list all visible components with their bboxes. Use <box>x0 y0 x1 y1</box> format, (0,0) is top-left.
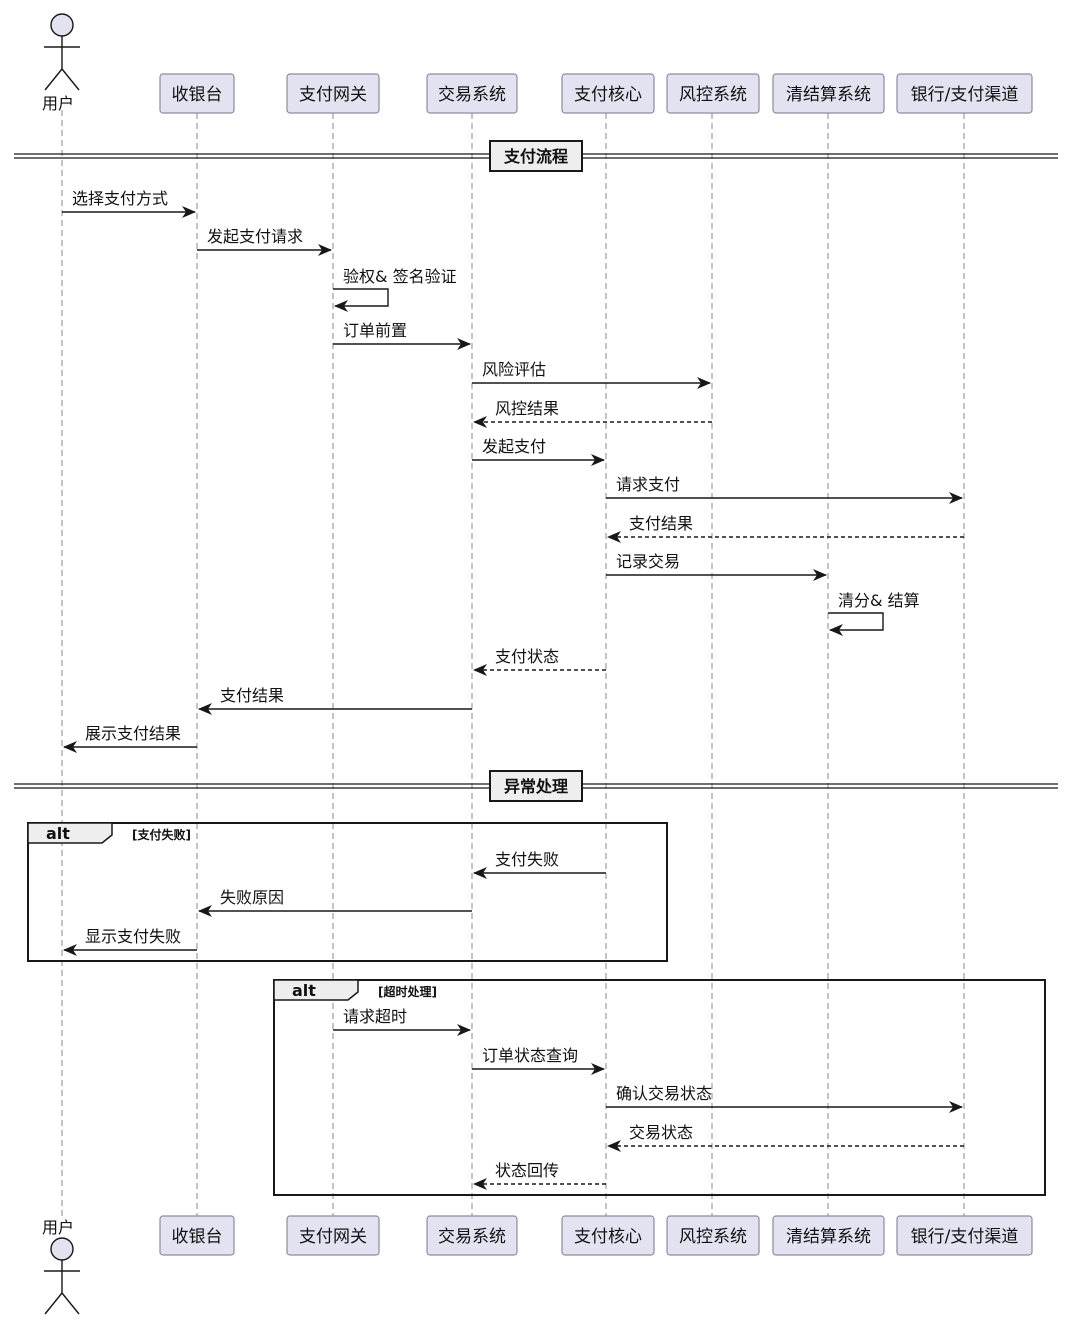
message-label-2: 发起支付请求 <box>207 227 303 246</box>
message-label-8: 请求支付 <box>616 475 680 494</box>
participant-label-trade-top: 交易系统 <box>438 85 506 105</box>
message-label-14: 展示支付结果 <box>85 724 181 743</box>
participant-settle-top: 清结算系统 <box>772 73 885 114</box>
participant-settle-bottom: 清结算系统 <box>772 1215 885 1256</box>
message-label-21: 交易状态 <box>629 1123 693 1142</box>
participant-label-trade-bottom: 交易系统 <box>438 1227 506 1247</box>
message-21: 交易状态 <box>607 1123 964 1152</box>
message-19: 订单状态查询 <box>472 1046 605 1075</box>
message-label-5: 风险评估 <box>482 360 546 379</box>
message-label-15: 支付失败 <box>495 850 559 869</box>
message-label-19: 订单状态查询 <box>482 1046 578 1065</box>
participant-cashier-bottom: 收银台 <box>159 1215 235 1256</box>
participant-label-core-top: 支付核心 <box>574 85 642 105</box>
actor-user-top <box>44 13 80 91</box>
message-1: 选择支付方式 <box>62 189 196 218</box>
message-label-12: 支付状态 <box>495 647 559 666</box>
fragment-guard-1: [支付失败] <box>132 827 191 842</box>
participant-cashier-top: 收银台 <box>159 73 235 114</box>
message-17: 显示支付失败 <box>63 927 197 956</box>
message-18: 请求超时 <box>333 1007 471 1036</box>
message-label-6: 风控结果 <box>495 399 559 418</box>
participant-bank-top: 银行/支付渠道 <box>896 73 1033 114</box>
participant-core-bottom: 支付核心 <box>561 1215 655 1256</box>
message-label-10: 记录交易 <box>616 552 680 571</box>
message-22: 状态回传 <box>473 1161 606 1190</box>
message-5: 风险评估 <box>472 360 711 389</box>
participant-risk-top: 风控系统 <box>666 73 760 114</box>
participant-label-settle-top: 清结算系统 <box>786 85 871 105</box>
participant-label-gateway-bottom: 支付网关 <box>299 1227 367 1247</box>
participant-label-core-bottom: 支付核心 <box>574 1227 642 1247</box>
message-11: 清分& 结算 <box>828 591 920 636</box>
alt-fragment-1: alt [支付失败] <box>27 822 668 962</box>
message-16: 失败原因 <box>198 888 472 917</box>
participant-label-cashier-top: 收银台 <box>172 85 223 105</box>
message-20: 确认交易状态 <box>606 1084 963 1113</box>
alt-fragment-2: alt [超时处理] <box>273 979 1046 1196</box>
participant-trade-bottom: 交易系统 <box>426 1215 518 1256</box>
message-label-7: 发起支付 <box>482 437 546 456</box>
message-4: 订单前置 <box>333 321 471 350</box>
message-label-18: 请求超时 <box>343 1007 407 1026</box>
message-10: 记录交易 <box>606 552 827 581</box>
message-label-3: 验权& 签名验证 <box>343 267 457 286</box>
message-14: 展示支付结果 <box>63 724 197 753</box>
fragment-operator-1: alt <box>46 824 70 843</box>
participant-gateway-bottom: 支付网关 <box>286 1215 380 1256</box>
message-15: 支付失败 <box>473 850 606 879</box>
message-label-22: 状态回传 <box>495 1161 559 1180</box>
fragment-operator-2: alt <box>292 981 316 1000</box>
divider-label-2: 异常处理 <box>504 777 568 796</box>
message-2: 发起支付请求 <box>197 227 332 256</box>
participant-label-cashier-bottom: 收银台 <box>172 1227 223 1247</box>
participants: 用户用户收银台收银台支付网关支付网关交易系统交易系统支付核心支付核心风控系统风控… <box>42 13 1033 1315</box>
participant-label-risk-top: 风控系统 <box>679 85 747 105</box>
participant-risk-bottom: 风控系统 <box>666 1215 760 1256</box>
message-label-9: 支付结果 <box>629 514 693 533</box>
divider-label-1: 支付流程 <box>503 147 568 166</box>
message-8: 请求支付 <box>606 475 963 504</box>
participant-core-top: 支付核心 <box>561 73 655 114</box>
message-3: 验权& 签名验证 <box>333 267 457 312</box>
message-label-20: 确认交易状态 <box>616 1084 712 1103</box>
message-12: 支付状态 <box>473 647 606 676</box>
fragment-guard-2: [超时处理] <box>378 984 437 999</box>
message-label-11: 清分& 结算 <box>838 591 920 610</box>
message-13: 支付结果 <box>198 686 472 715</box>
actor-user-bottom <box>44 1237 80 1315</box>
message-label-4: 订单前置 <box>343 321 407 340</box>
participant-label-settle-bottom: 清结算系统 <box>786 1227 871 1247</box>
participant-label-bank-bottom: 银行/支付渠道 <box>911 1227 1019 1247</box>
message-label-16: 失败原因 <box>220 888 284 907</box>
alt-fragments: alt [支付失败] alt [超时处理] <box>27 822 1046 1196</box>
participant-gateway-top: 支付网关 <box>286 73 380 114</box>
message-label-1: 选择支付方式 <box>72 189 168 208</box>
lifelines <box>61 110 965 1220</box>
message-7: 发起支付 <box>472 437 605 466</box>
message-label-17: 显示支付失败 <box>85 927 181 946</box>
divider-1: 支付流程 <box>14 140 1058 172</box>
divider-2: 异常处理 <box>14 770 1058 802</box>
participant-label-bank-top: 银行/支付渠道 <box>911 85 1019 105</box>
message-label-13: 支付结果 <box>220 686 284 705</box>
participant-label-gateway-top: 支付网关 <box>299 85 367 105</box>
participant-bank-bottom: 银行/支付渠道 <box>896 1215 1033 1256</box>
participant-label-user-bottom: 用户 <box>42 1218 74 1237</box>
participant-label-user-top: 用户 <box>42 94 74 113</box>
message-9: 支付结果 <box>607 514 964 543</box>
participant-trade-top: 交易系统 <box>426 73 518 114</box>
message-6: 风控结果 <box>473 399 712 428</box>
participant-label-risk-bottom: 风控系统 <box>679 1227 747 1247</box>
